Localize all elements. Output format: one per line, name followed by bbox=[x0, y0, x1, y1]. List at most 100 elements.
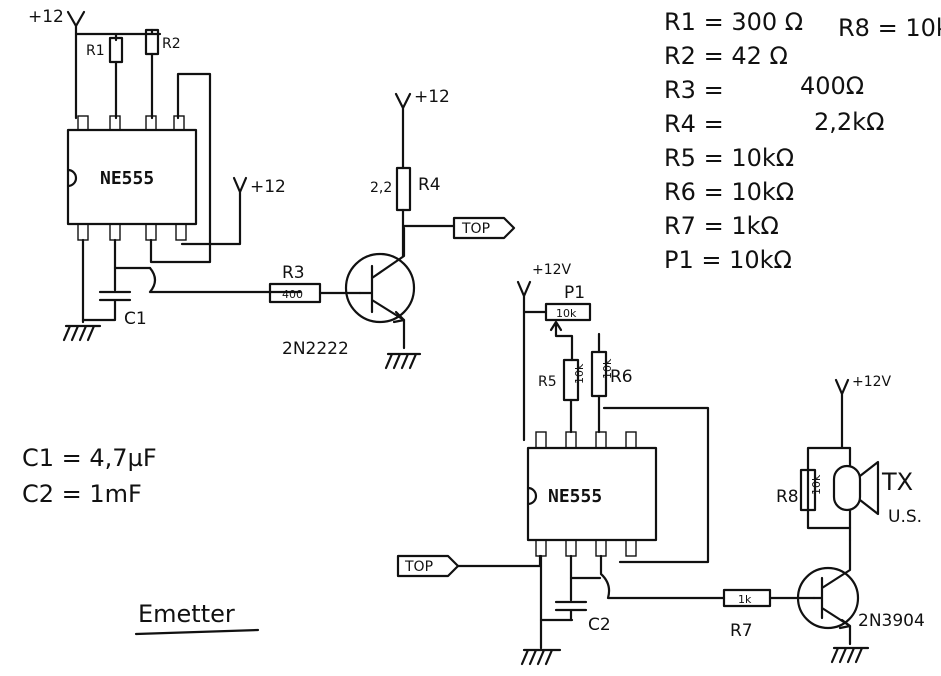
top-output-tag bbox=[452, 216, 516, 240]
ic1-pin-7 bbox=[109, 115, 121, 131]
ic1-pin-3 bbox=[145, 223, 157, 241]
ic1-right-supply-wire bbox=[180, 176, 248, 246]
p1-wiper bbox=[549, 320, 574, 362]
supply-label-chip1-right: +12 bbox=[250, 177, 286, 197]
q2-emitter-arrow bbox=[838, 618, 852, 630]
r4-label: R4 bbox=[418, 175, 441, 195]
q1-transistor bbox=[344, 252, 416, 324]
ic1-pin-1 bbox=[77, 223, 89, 241]
r8-label: R8 bbox=[776, 487, 799, 507]
tx-transducer bbox=[832, 464, 862, 512]
r4-collector-wire bbox=[401, 208, 456, 258]
value-row-p1: P1 = 10kΩ bbox=[664, 246, 792, 274]
value-row-r1: R1 = 300 Ω bbox=[664, 8, 803, 36]
ic2-pin-5 bbox=[625, 431, 637, 449]
ic2-pin-3 bbox=[595, 539, 607, 557]
ic2-supply-wire bbox=[516, 280, 532, 442]
r7-label: R7 bbox=[730, 621, 753, 641]
supply-label-tx-top: +12V bbox=[852, 374, 892, 390]
ic1-threshold-wire bbox=[149, 238, 212, 264]
c2-label: C2 bbox=[588, 615, 611, 635]
ic2-body bbox=[526, 446, 658, 542]
r3-value-note: 400Ω bbox=[800, 72, 864, 100]
r4-supply-arrow bbox=[394, 92, 412, 170]
value-row-r3: R3 = bbox=[664, 76, 724, 104]
ic2-feedback-wire bbox=[602, 406, 710, 564]
r4-resistor bbox=[395, 166, 412, 212]
ic2-pin-7 bbox=[565, 431, 577, 449]
transducer-horn bbox=[858, 460, 880, 516]
ic1-pin-6 bbox=[145, 115, 157, 131]
top-output-label: TOP bbox=[461, 221, 490, 237]
ic2-label: NE555 bbox=[548, 486, 602, 507]
c1-capacitor bbox=[81, 266, 132, 322]
ic2-pin-2 bbox=[565, 539, 577, 557]
ic1-feedback-wire bbox=[176, 72, 212, 244]
top-input-wire bbox=[456, 554, 542, 568]
p1-potentiometer bbox=[544, 302, 592, 322]
r1-label: R1 bbox=[86, 43, 105, 59]
supply-label-r4-top: +12 bbox=[414, 87, 450, 107]
q2-group: 2N3904 +12V 10k R8 TX U.S. bbox=[776, 374, 925, 664]
value-row-r7: R7 = 1kΩ bbox=[664, 212, 779, 240]
ic1-pin-8 bbox=[77, 115, 89, 131]
top-input-label: TOP bbox=[404, 559, 433, 575]
ground-symbol-q1 bbox=[384, 352, 422, 370]
capacitor-values: C1 = 4,7µF C2 = 1mF bbox=[22, 444, 157, 508]
ic1-notch bbox=[66, 168, 78, 188]
r4-value: 2,2 bbox=[370, 180, 392, 196]
supply-label-chip2-left: +12V bbox=[532, 262, 572, 278]
title-underline bbox=[134, 628, 260, 636]
capacitor-value-c1: C1 = 4,7µF bbox=[22, 444, 157, 472]
c2-capacitor bbox=[554, 576, 588, 622]
ic2-pin-1 bbox=[535, 539, 547, 557]
top-input-tag bbox=[396, 554, 460, 578]
ic1-label: NE555 bbox=[100, 168, 154, 189]
ic2-pin-8 bbox=[535, 431, 547, 449]
capacitor-value-c2: C2 = 1mF bbox=[22, 480, 142, 508]
r3-label: R3 bbox=[282, 263, 305, 283]
ic2-notch bbox=[526, 486, 538, 506]
ic1-pin-4 bbox=[175, 223, 187, 241]
r5-value: 10k bbox=[573, 363, 586, 384]
r8-resistor bbox=[799, 468, 817, 512]
p1-value: 10k bbox=[556, 307, 577, 320]
supply-arrow-top-left bbox=[66, 10, 86, 120]
r5-r6-leads bbox=[569, 332, 601, 434]
value-row-r4: R4 = bbox=[664, 110, 724, 138]
q1-label: 2N2222 bbox=[282, 339, 349, 359]
c1-label: C1 bbox=[124, 309, 147, 329]
r5-label: R5 bbox=[538, 374, 557, 390]
value-row-r6: R6 = 10kΩ bbox=[664, 178, 794, 206]
r4-value-note: 2,2kΩ bbox=[814, 108, 884, 136]
ic2-pin-6 bbox=[595, 431, 607, 449]
page-title: Emetter bbox=[138, 600, 235, 628]
ic2-group: +12V 10k P1 10k R5 10k R6 NE555 TOP bbox=[396, 262, 816, 666]
r1-resistor bbox=[108, 36, 124, 64]
r7-value: 1k bbox=[738, 593, 752, 606]
p1-label: P1 bbox=[564, 283, 585, 303]
ground-symbol-q2 bbox=[830, 646, 870, 664]
r8-value: 10k bbox=[810, 474, 823, 495]
r6-label: R6 bbox=[610, 367, 633, 387]
q2-leads bbox=[812, 538, 852, 646]
ic1-pin-5 bbox=[173, 115, 185, 131]
r2-label: R2 bbox=[162, 36, 181, 52]
ic1-output-wire bbox=[148, 266, 302, 294]
ic1-body bbox=[66, 128, 198, 226]
q1-emitter-arrow bbox=[392, 310, 406, 324]
r8-value-note: R8 = 10k bbox=[838, 14, 941, 42]
r3-value: 400 bbox=[282, 288, 303, 301]
tx-label: TX bbox=[881, 468, 913, 496]
q1-group: 400 R3 2N2222 +12 2,2 R4 TOP bbox=[268, 87, 516, 370]
supply-label-top-left: +12 bbox=[28, 7, 64, 27]
ic1-pin-2 bbox=[109, 223, 121, 241]
value-row-r2: R2 = 42 Ω bbox=[664, 42, 788, 70]
q2-transistor bbox=[796, 566, 860, 630]
q2-label: 2N3904 bbox=[858, 611, 925, 631]
ground-symbol-ic1 bbox=[62, 324, 102, 342]
ic1-trigger-wire bbox=[113, 238, 152, 270]
